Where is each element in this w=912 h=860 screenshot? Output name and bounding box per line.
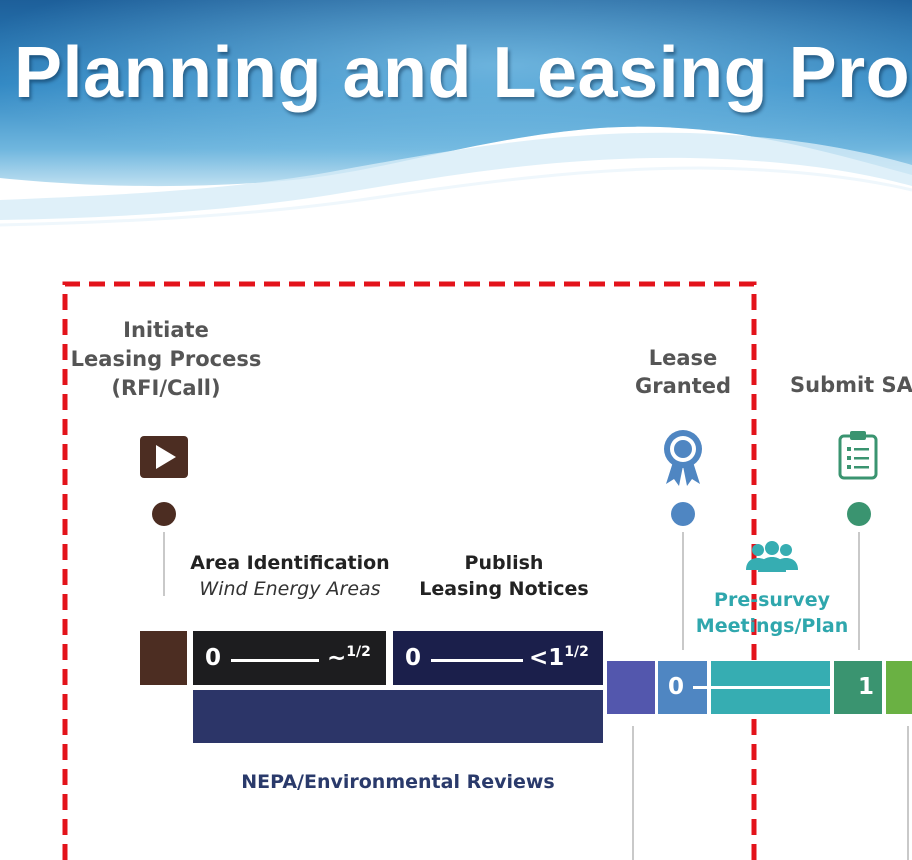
next-lower-connector [907, 726, 909, 860]
area-identification-bar: 0 ~1/2 [193, 631, 386, 685]
publish-notices-title-line2: Leasing Notices [410, 575, 598, 604]
lease-phase-block [607, 661, 655, 714]
people-group-icon [744, 540, 800, 574]
area-identification-start-year: 0 [205, 645, 221, 671]
area-identification-subtitle: Wind Energy Areas [190, 575, 390, 604]
site-assessment-duration-line [693, 686, 843, 689]
submit-sa-label: Submit SA [790, 371, 912, 400]
publish-notices-start-year: 0 [405, 645, 421, 671]
award-ribbon-icon [660, 428, 706, 488]
initiate-milestone-label: Initiate Leasing Process (RFI/Call) [66, 316, 266, 403]
lease-granted-label: Lease Granted [626, 344, 740, 400]
presurvey-label: Pre-survey Meetings/Plan [690, 587, 854, 639]
nepa-review-bar [193, 690, 603, 743]
next-phase-block [886, 661, 912, 714]
submit-sa-block: 1 [834, 661, 882, 714]
submit-sa-connector-line [858, 532, 860, 650]
publish-notices-end-year: <11/2 [529, 645, 589, 671]
initiate-phase-block [140, 631, 187, 685]
area-identification-duration-line [231, 659, 319, 662]
initiate-timeline-dot [152, 502, 176, 526]
lease-connector-line [682, 532, 684, 650]
lease-lower-connector [632, 726, 634, 860]
clipboard-checklist-icon [838, 430, 878, 480]
submit-sa-timeline-dot [847, 502, 871, 526]
area-identification-title: Area Identification [190, 549, 390, 578]
publish-notices-bar: 0 <11/2 [393, 631, 603, 685]
area-identification-end-year: ~1/2 [327, 645, 371, 671]
lease-granted-timeline-dot [671, 502, 695, 526]
nepa-review-label: NEPA/Environmental Reviews [193, 768, 603, 797]
play-icon [140, 436, 188, 478]
site-assessment-start-year: 0 [668, 674, 684, 700]
initiate-connector-line [163, 532, 165, 596]
site-assessment-end-year: 1 [858, 674, 874, 700]
publish-notices-title-line1: Publish [410, 549, 598, 578]
publish-notices-duration-line [431, 659, 523, 662]
